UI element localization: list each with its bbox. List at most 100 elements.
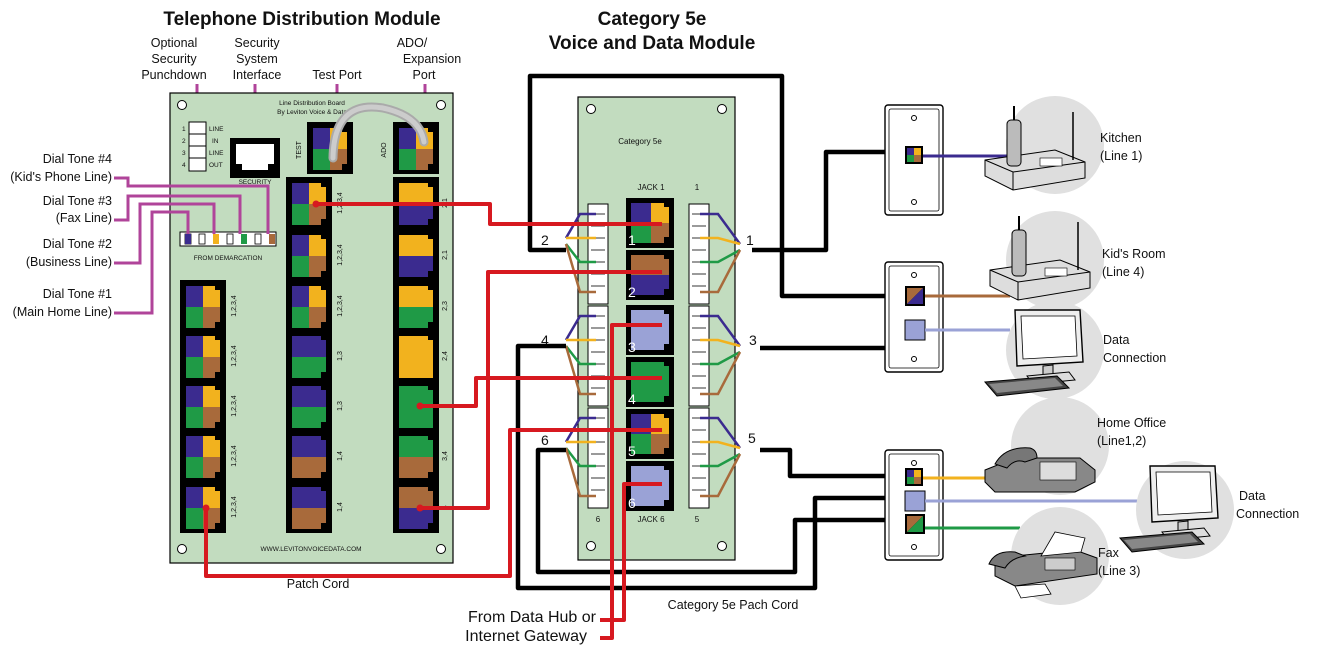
cat5-jack-5: 5 bbox=[626, 409, 674, 459]
cat5e-title-line2: Voice and Data Module bbox=[549, 33, 756, 54]
svg-text:1: 1 bbox=[628, 232, 636, 248]
data-connection-2-label: Data Connection bbox=[1236, 489, 1299, 521]
wall-plate-home-office bbox=[884, 449, 944, 561]
board-jack bbox=[393, 430, 439, 482]
svg-text:Kitchen: Kitchen bbox=[1100, 131, 1142, 145]
security-punchdown-label: Optional Security Punchdown bbox=[141, 36, 206, 82]
board-jack bbox=[286, 430, 332, 482]
telephone-module-title: Telephone Distribution Module bbox=[163, 9, 440, 30]
kids-room-label: Kid's Room (Line 4) bbox=[1102, 247, 1166, 279]
ado-port-label: ADO/ Expansion Port bbox=[397, 36, 462, 82]
board-jack-label: 1,2,3,4 bbox=[231, 445, 238, 467]
board-jack-label: 1,2,3,4 bbox=[231, 345, 238, 367]
svg-text:4: 4 bbox=[628, 391, 636, 407]
board-jack bbox=[286, 380, 332, 432]
cat5-right-strip bbox=[688, 203, 710, 509]
svg-text:3: 3 bbox=[628, 339, 636, 355]
board-jack bbox=[286, 330, 332, 382]
cat5e-cables bbox=[515, 73, 890, 591]
board-url: WWW.LEVITONVOICEDATA.COM bbox=[260, 546, 361, 553]
data-connection-1-label: Data Connection bbox=[1103, 333, 1166, 365]
side-number-5: 5 bbox=[748, 430, 756, 446]
col-bottom-left-number: 6 bbox=[596, 515, 601, 524]
board-jack bbox=[286, 229, 332, 281]
svg-text:(Line1,2): (Line1,2) bbox=[1097, 434, 1146, 448]
svg-text:ADO/: ADO/ bbox=[397, 36, 428, 50]
svg-text:(Line 3): (Line 3) bbox=[1098, 564, 1140, 578]
cat5e-patch-cord-label: Category 5e Pach Cord bbox=[668, 598, 799, 612]
svg-text:FROM DEMARCATION: FROM DEMARCATION bbox=[194, 255, 263, 262]
svg-text:Data: Data bbox=[1103, 333, 1129, 347]
svg-text:Expansion: Expansion bbox=[403, 52, 461, 66]
board-jack-label: 2,3 bbox=[442, 301, 449, 311]
board-jack-label: 1,2,3,4 bbox=[231, 395, 238, 417]
patch-cord-label: Patch Cord bbox=[287, 577, 350, 591]
cat5-left-strip bbox=[587, 203, 609, 509]
jack6-label: JACK 6 bbox=[637, 515, 665, 524]
board-jack-label: 2,1 bbox=[442, 250, 449, 260]
board-jack-label: 1,2,3,4 bbox=[231, 496, 238, 518]
side-number-3: 3 bbox=[749, 332, 757, 348]
security-jack: SECURITY bbox=[230, 138, 280, 186]
board-jack bbox=[180, 280, 226, 332]
board-jack-label: 1,4 bbox=[337, 502, 344, 512]
svg-text:(Main Home Line): (Main Home Line) bbox=[13, 305, 112, 319]
cat5-left-fans bbox=[564, 212, 596, 498]
svg-text:SECURITY: SECURITY bbox=[239, 179, 273, 186]
test-port-label: Test Port bbox=[312, 68, 362, 82]
home-office-label: Home Office (Line1,2) bbox=[1097, 416, 1166, 448]
svg-text:Optional: Optional bbox=[151, 36, 198, 50]
security-interface-label: Security System Interface bbox=[233, 36, 282, 82]
demarcation-strip: FROM DEMARCATION bbox=[179, 231, 277, 262]
svg-text:IN: IN bbox=[212, 138, 219, 145]
svg-text:2: 2 bbox=[628, 284, 636, 300]
test-label: TEST bbox=[296, 140, 303, 159]
cat5-panel-header: Category 5e bbox=[618, 137, 662, 146]
board-jack-label: 2,4 bbox=[442, 351, 449, 361]
svg-text:Dial Tone #3: Dial Tone #3 bbox=[43, 194, 112, 208]
cat5-right-fans bbox=[700, 212, 742, 498]
svg-text:Interface: Interface bbox=[233, 68, 282, 82]
svg-text:1: 1 bbox=[182, 126, 186, 133]
svg-text:LINE: LINE bbox=[209, 150, 224, 157]
dial-tone-1-label: Dial Tone #1 (Main Home Line) bbox=[13, 287, 112, 319]
svg-text:(Business Line): (Business Line) bbox=[26, 255, 112, 269]
board-jack-label: 1,2,3,4 bbox=[231, 295, 238, 317]
svg-text:Port: Port bbox=[413, 68, 436, 82]
svg-text:4: 4 bbox=[182, 162, 186, 169]
svg-text:Internet Gateway: Internet Gateway bbox=[465, 628, 587, 645]
board-jack-label: 3,4 bbox=[442, 451, 449, 461]
svg-text:Dial Tone #1: Dial Tone #1 bbox=[43, 287, 112, 301]
ado-label: ADO bbox=[381, 142, 388, 158]
side-number-4: 4 bbox=[541, 332, 549, 348]
cat5e-panel: Category 5e JACK 1 JACK 6 1 6 5 bbox=[577, 96, 736, 561]
svg-text:6: 6 bbox=[628, 495, 636, 511]
svg-text:(Fax Line): (Fax Line) bbox=[56, 211, 112, 225]
svg-text:LINE: LINE bbox=[209, 126, 224, 133]
board-header-1: Line Distribution Board bbox=[279, 100, 345, 107]
kitchen-label: Kitchen (Line 1) bbox=[1100, 131, 1142, 163]
board-jack bbox=[180, 380, 226, 432]
svg-text:Home Office: Home Office bbox=[1097, 416, 1166, 430]
dial-tone-4-label: Dial Tone #4 (Kid's Phone Line) bbox=[10, 152, 112, 184]
board-jack-label: 1,2,3,4 bbox=[337, 244, 344, 266]
svg-text:(Kid's Phone Line): (Kid's Phone Line) bbox=[10, 170, 112, 184]
svg-text:System: System bbox=[236, 52, 278, 66]
board-header-2: By Leviton Voice & Data bbox=[277, 109, 347, 116]
board-jack-label: 1,2,3,4 bbox=[337, 295, 344, 317]
cat5-jack-2: 2 bbox=[626, 250, 674, 300]
board-jack bbox=[393, 330, 439, 382]
svg-text:(Line 4): (Line 4) bbox=[1102, 265, 1144, 279]
patch-cords bbox=[204, 202, 662, 640]
side-number-1: 1 bbox=[746, 232, 754, 248]
svg-text:Dial Tone #4: Dial Tone #4 bbox=[43, 152, 112, 166]
svg-text:(Line 1): (Line 1) bbox=[1100, 149, 1142, 163]
board-jack bbox=[393, 280, 439, 332]
cat5-jack-6: 6 bbox=[626, 461, 674, 511]
svg-text:2: 2 bbox=[182, 138, 186, 145]
side-number-2: 2 bbox=[541, 232, 549, 248]
svg-text:Fax: Fax bbox=[1098, 546, 1120, 560]
board-jack-label: 1,3 bbox=[337, 351, 344, 361]
jack1-label: JACK 1 bbox=[637, 183, 665, 192]
